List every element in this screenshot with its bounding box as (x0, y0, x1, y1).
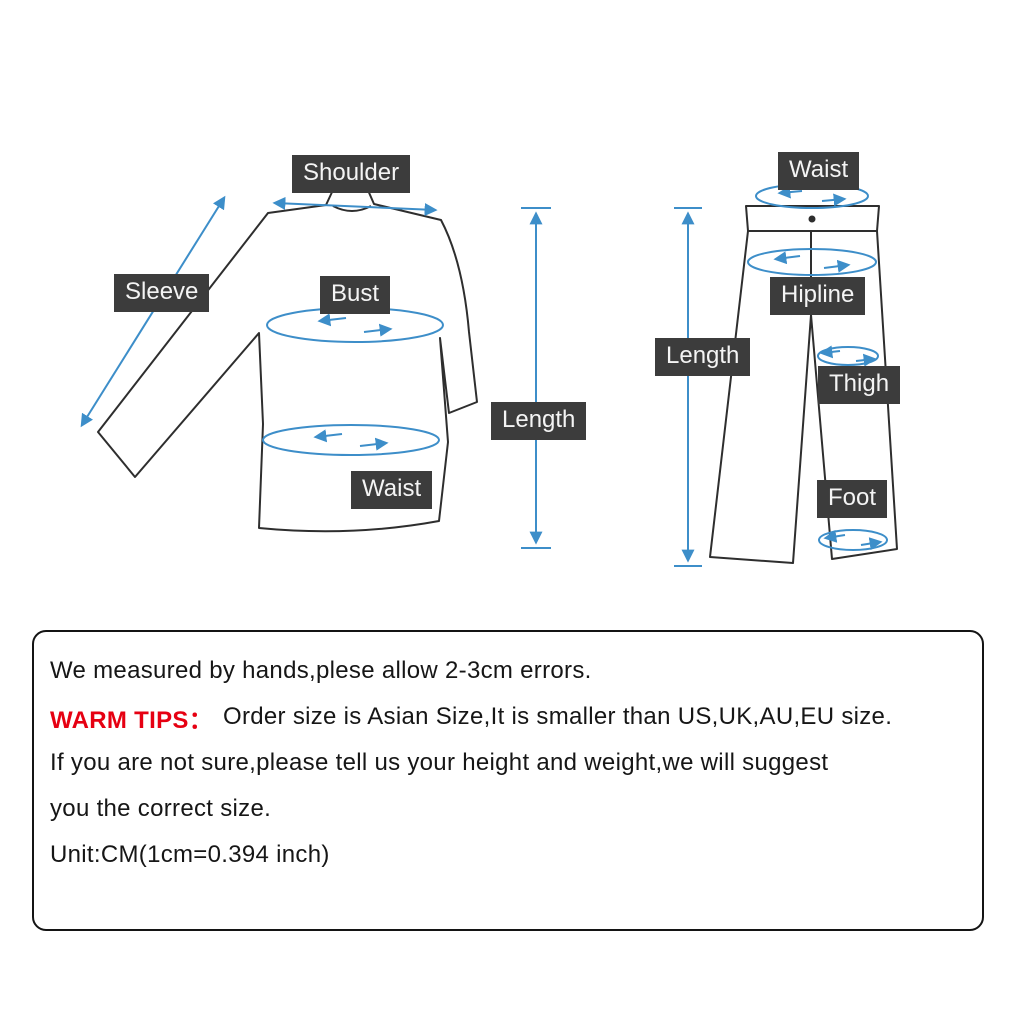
shirt-waist-label: Waist (351, 471, 433, 509)
foot-measure-ellipse (818, 529, 888, 551)
bust-arrow-right (363, 323, 393, 337)
thigh-arrow-right (855, 353, 877, 367)
shirt-waist-arrow-right (359, 437, 389, 451)
note-suggest-line2: you the correct size. (50, 795, 272, 822)
shirt-sleeve-label: Sleeve (114, 274, 210, 312)
warm-tips-text: Order size is Asian Size,It is smaller t… (223, 703, 893, 730)
foot-arrow-left (823, 529, 846, 543)
pants-foot-label: Foot (817, 480, 888, 518)
shirt-waist-arrow-left (313, 429, 343, 443)
pants-hipline-label: Hipline (770, 277, 866, 315)
hipline-arrow-left (773, 251, 801, 265)
shirt-shoulder-label: Shoulder (292, 155, 411, 193)
shirt-length-label: Length (491, 402, 587, 440)
pants-thigh-label: Thigh (818, 366, 901, 404)
pants-button (808, 215, 816, 223)
thigh-measure-ellipse (817, 346, 879, 366)
pants-waist-arrow-right (821, 193, 847, 207)
note-measure-error: We measured by hands,plese allow 2-3cm e… (50, 657, 592, 684)
pants-waist-label: Waist (778, 152, 860, 190)
foot-arrow-right (860, 537, 883, 551)
shoulder-measure-line (272, 196, 438, 217)
warm-tips-label: WARM TIPS： (50, 706, 213, 734)
note-suggest-line1: If you are not sure,please tell us your … (50, 749, 829, 776)
pants-length-label: Length (655, 338, 751, 376)
hipline-measure-ellipse (747, 248, 877, 276)
note-unit: Unit:CM(1cm=0.394 inch) (50, 841, 330, 868)
hipline-arrow-right (823, 259, 851, 273)
bust-arrow-left (317, 313, 347, 327)
note-warm-tips: WARM TIPS： Order size is Asian Size,It i… (50, 694, 966, 740)
thigh-arrow-left (819, 345, 841, 359)
shirt-bust-label: Bust (320, 276, 391, 314)
garment-diagrams (80, 183, 898, 567)
shirt-waist-measure-ellipse (262, 424, 440, 456)
pants-waist-arrow-left (777, 185, 803, 199)
notes-box: We measured by hands,plese allow 2-3cm e… (32, 630, 984, 931)
